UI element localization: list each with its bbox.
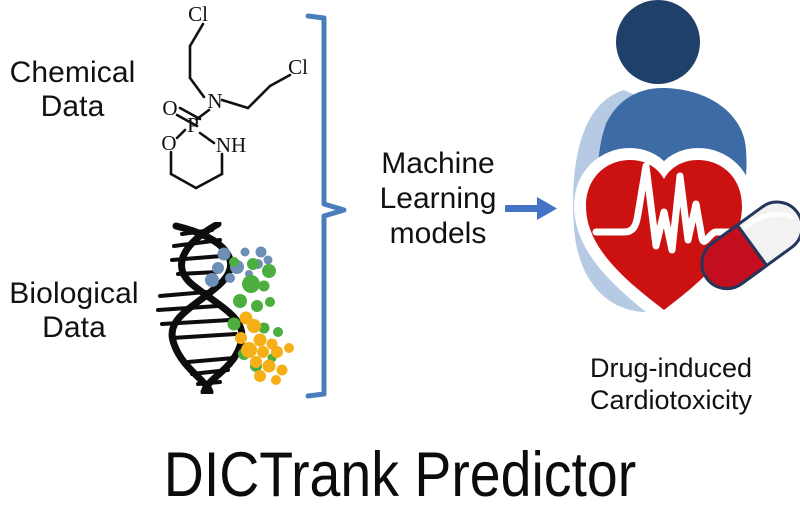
patient-head — [616, 0, 700, 84]
right-arrow-icon — [505, 197, 557, 220]
atom-label-p: P — [187, 113, 199, 137]
atom-label-o-ring: O — [161, 131, 176, 155]
atom-label-o-double: O — [162, 96, 177, 120]
atom-label-nh: NH — [216, 133, 246, 157]
scatter-dots — [205, 246, 294, 385]
curly-brace-icon — [305, 13, 347, 399]
patient-heart-pill-figure — [573, 0, 800, 324]
machine-learning-label: Machine Learning models — [379, 147, 497, 250]
pill-capsule-icon — [700, 200, 800, 291]
atom-label-cl-right: Cl — [288, 55, 308, 79]
outcome-label: Drug-induced Cardiotoxicity — [589, 353, 753, 415]
atom-label-n: N — [207, 89, 222, 113]
heart-ecg-icon — [592, 162, 740, 254]
chemical-structure-icon: Cl Cl O N P O NH — [161, 2, 308, 190]
chemical-data-label: Chemical Data — [9, 56, 136, 123]
biological-data-label: Biological Data — [9, 277, 139, 344]
atom-label-cl-left: Cl — [188, 2, 208, 26]
dna-helix-icon — [156, 222, 294, 394]
page-title: DICTrank Predictor — [163, 440, 637, 510]
